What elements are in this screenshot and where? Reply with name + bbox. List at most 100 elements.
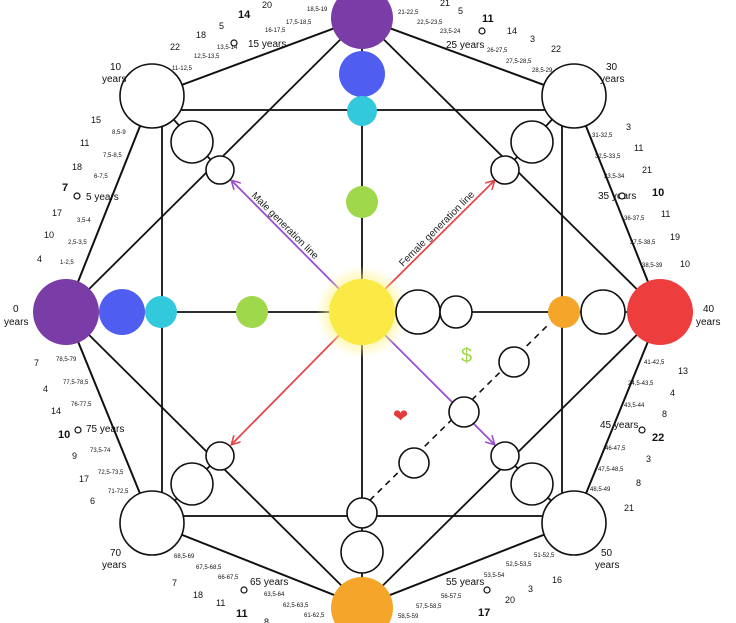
svg-text:9: 9 [72,451,77,461]
top-blue-circle [339,51,385,97]
svg-text:30: 30 [606,62,618,73]
svg-text:4: 4 [37,254,42,264]
right-white-circle [580,289,626,335]
right-small-white-circle [439,295,473,329]
svg-text:52,5-53,5: 52,5-53,5 [506,562,532,568]
svg-text:43,5-44: 43,5-44 [624,403,645,409]
svg-text:3,5-4: 3,5-4 [77,218,91,224]
dashed-circle-mid [448,396,480,428]
female-generation-label: Female generation line [397,189,477,269]
svg-text:38,5-39: 38,5-39 [642,263,663,269]
edge-bottom-right: 51-52,5 52,5-53,5 53,5-54 55 years 56-57… [398,553,562,620]
circle-ll-mid [170,462,214,506]
age-label-50: 50 years [595,548,619,571]
svg-text:10: 10 [652,187,664,199]
svg-text:36-37,5: 36-37,5 [624,216,645,222]
svg-text:31-32,5: 31-32,5 [592,133,613,139]
svg-text:68,5-69: 68,5-69 [174,554,195,560]
svg-text:18,5-19: 18,5-19 [307,7,328,13]
svg-text:21: 21 [624,503,634,513]
svg-text:28,5-29: 28,5-29 [532,68,553,74]
svg-text:years: years [4,317,28,328]
left-cyan-circle [145,296,177,328]
svg-text:75 years: 75 years [86,424,124,435]
edge-marker-bottom-right [483,586,491,594]
edge-marker-left-upper [73,192,81,200]
svg-text:15: 15 [91,115,101,125]
svg-text:17: 17 [79,474,89,484]
svg-text:40: 40 [703,304,715,315]
corner-circle-top-right [541,63,607,129]
svg-text:26-27,5: 26-27,5 [487,48,508,54]
top-purple-circle [331,0,393,49]
svg-text:33,5-34: 33,5-34 [604,174,625,180]
left-blue-circle [99,289,145,335]
svg-text:53,5-54: 53,5-54 [484,573,505,579]
circle-ll-small [205,441,235,471]
right-orange-circle [548,296,580,328]
svg-text:7: 7 [172,578,177,588]
svg-text:21: 21 [642,165,652,175]
svg-text:47,5-48,5: 47,5-48,5 [598,467,624,473]
svg-text:13: 13 [678,366,688,376]
svg-text:24,5-43,5: 24,5-43,5 [628,381,654,387]
left-green-circle [236,296,268,328]
svg-text:27,5-28,5: 27,5-28,5 [506,59,532,65]
svg-text:11: 11 [236,608,248,620]
svg-text:10: 10 [44,230,54,240]
svg-text:57,5-58,5: 57,5-58,5 [416,604,442,610]
svg-text:22: 22 [170,42,180,52]
svg-text:11: 11 [482,13,494,25]
svg-text:73,5-74: 73,5-74 [90,448,111,454]
svg-text:3: 3 [528,584,533,594]
edge-top-right: 21-22,5 22,5-23,5 23,5-24 25 years 26-27… [398,0,561,74]
bottom-orange-circle [331,577,393,623]
svg-text:7: 7 [62,182,68,194]
svg-text:4: 4 [43,384,48,394]
age-label-10: 10 years [102,62,126,85]
svg-text:5 years: 5 years [86,192,119,203]
svg-text:3: 3 [530,34,535,44]
svg-text:67,5-68,5: 67,5-68,5 [196,565,222,571]
svg-text:11: 11 [634,143,643,153]
svg-text:22: 22 [652,432,664,444]
circle-lr-mid [510,462,554,506]
right-big-white-circle [395,289,441,335]
corner-circle-bottom-right [541,490,607,556]
svg-text:18: 18 [72,162,82,172]
svg-text:21: 21 [440,0,450,8]
svg-text:5: 5 [219,21,224,31]
svg-text:3: 3 [626,122,631,132]
edge-right-lower: 41-42,5 24,5-43,5 43,5-44 45 years 46-47… [590,360,688,513]
bottom-white-circle [340,530,384,574]
circle-ur-mid [510,120,554,164]
svg-text:61-62,5: 61-62,5 [304,613,325,619]
age-label-30: 30 years [600,62,624,85]
svg-text:72,5-73,5: 72,5-73,5 [98,470,124,476]
edge-left-lower: 78,5-79 77,5-78,5 76-77,5 75 years 73,5-… [34,357,129,506]
svg-text:years: years [600,74,624,85]
top-cyan-circle [347,96,377,126]
svg-text:2,5-3,5: 2,5-3,5 [68,240,87,246]
edge-marker-right-lower [638,426,646,434]
svg-text:25 years: 25 years [446,40,484,51]
svg-text:62,5-63,5: 62,5-63,5 [283,603,309,609]
svg-text:21-22,5: 21-22,5 [398,10,419,16]
svg-text:7: 7 [34,358,39,368]
svg-text:13,5-14: 13,5-14 [217,45,238,51]
svg-text:63,5-64: 63,5-64 [264,592,285,598]
svg-text:50: 50 [601,548,613,559]
svg-text:22: 22 [551,44,561,54]
edge-left-upper: 8,5-9 7,5-8,5 6-7,5 5 years 3,5-4 2,5-3,… [37,115,126,266]
svg-text:14: 14 [51,406,61,416]
svg-text:14: 14 [507,26,517,36]
svg-text:0: 0 [13,304,19,315]
age-label-0: 0 years [4,304,28,328]
svg-text:4: 4 [670,388,675,398]
heart-icon: ❤ [393,406,408,426]
svg-text:41-42,5: 41-42,5 [644,360,665,366]
age-label-70: 70 years [102,548,126,571]
svg-text:70: 70 [110,548,122,559]
svg-text:6: 6 [90,496,95,506]
